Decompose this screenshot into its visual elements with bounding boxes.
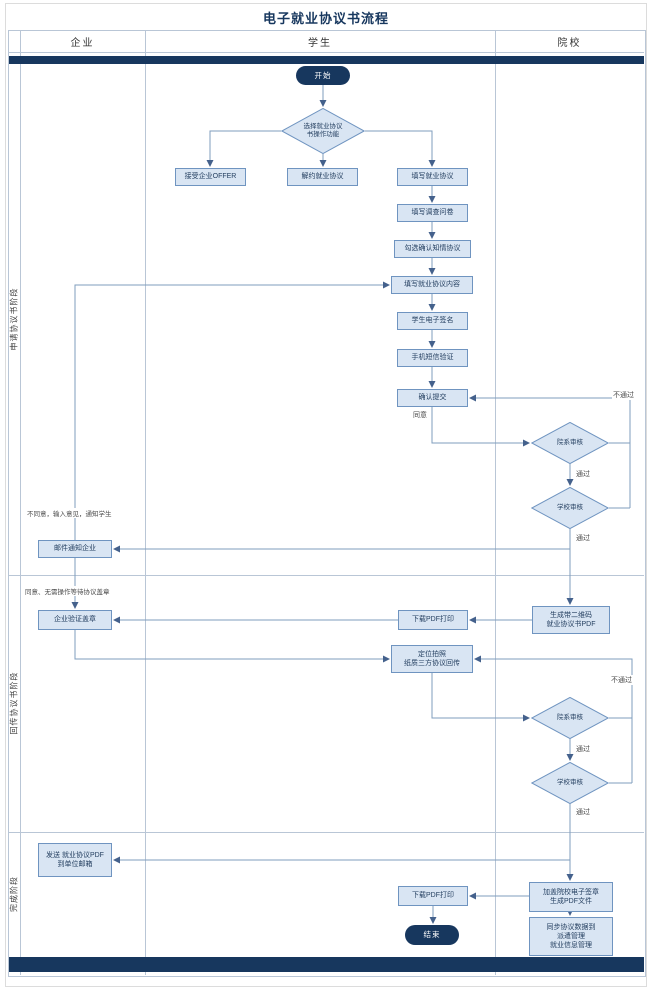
page-border: [5, 3, 647, 987]
end-node: 结束: [405, 925, 459, 945]
process-ent-stamp: 企业验证盖章: [38, 610, 112, 630]
footer-accent-bar: [9, 957, 644, 972]
edge-label-fail-2: 不通过: [610, 675, 633, 685]
process-download-pdf-2: 下载PDF打印: [398, 886, 468, 906]
diamond-shape: [531, 422, 609, 464]
process-stamp-pdf: 加盖院校电子签章 生成PDF文件: [529, 882, 613, 912]
process-confirm-submit: 确认提交: [397, 389, 468, 407]
edge-label-pass-2: 通过: [575, 533, 591, 543]
lane-header-college: 院校: [557, 38, 582, 49]
edge-label-fail-1: 不通过: [612, 390, 635, 400]
phase-label-return: 回传协议书阶段: [9, 671, 19, 735]
process-send-pdf: 发送 就业协议PDF 到单位邮箱: [38, 843, 112, 877]
page-title: 电子就业协议书流程: [262, 11, 389, 26]
diamond-shape: [531, 487, 609, 529]
header-divider: [8, 52, 644, 53]
process-download-pdf-1: 下载PDF打印: [398, 610, 468, 630]
lane-header-enterprise: 企业: [70, 38, 95, 49]
decision-choose-action: 选择就业协议 书操作功能: [281, 108, 365, 154]
diagram-border: [8, 30, 646, 977]
process-sync-data: 同步协议数据到 派遣管理 就业信息管理: [529, 917, 613, 956]
phase-label-apply: 申请协议书阶段: [9, 287, 19, 351]
decision-dept-review-1: 院系审核: [531, 422, 609, 464]
process-cancel-agreement: 解约就业协议: [287, 168, 358, 186]
note-disagree: 不同意，输入意见，通知学生: [26, 508, 113, 518]
phase-divider-1: [8, 575, 644, 576]
note-agree: 同意、无需操作等待协议盖章: [24, 586, 111, 596]
process-accept-offer: 接受企业OFFER: [175, 168, 246, 186]
edge-label-pass-3: 通过: [575, 744, 591, 754]
process-fill-content: 填写就业协议内容: [391, 276, 473, 294]
edge-label-agree: 同意: [412, 410, 428, 420]
lane-header-student: 学生: [308, 38, 332, 49]
process-fill-agreement: 填写就业协议: [397, 168, 468, 186]
process-fill-survey: 填写调查问卷: [397, 204, 468, 222]
phase-label-finish: 完成阶段: [9, 876, 19, 912]
start-node: 开始: [296, 66, 350, 85]
decision-school-review-1: 学校审核: [531, 487, 609, 529]
phase-strip-divider: [20, 30, 21, 975]
diamond-shape: [531, 697, 609, 739]
decision-school-review-2: 学校审核: [531, 762, 609, 804]
process-sms-verify: 手机短信验证: [397, 349, 468, 367]
edge-label-pass-1: 通过: [575, 469, 591, 479]
process-gen-pdf: 生成带二维码 就业协议书PDF: [532, 606, 610, 634]
phase-divider-2: [8, 832, 644, 833]
diamond-shape: [531, 762, 609, 804]
lane-divider-1: [145, 30, 146, 975]
lane-divider-2: [495, 30, 496, 975]
process-photo-upload: 定位拍照 纸质三方协议回传: [391, 645, 473, 673]
diamond-shape: [281, 108, 365, 154]
process-check-informed: 勾选确认知情协议: [394, 240, 471, 258]
header-accent-bar: [9, 56, 644, 64]
edge-label-pass-4: 通过: [575, 807, 591, 817]
process-email-notify: 邮件通知企业: [38, 540, 112, 558]
decision-dept-review-2: 院系审核: [531, 697, 609, 739]
process-esign: 学生电子签名: [397, 312, 468, 330]
